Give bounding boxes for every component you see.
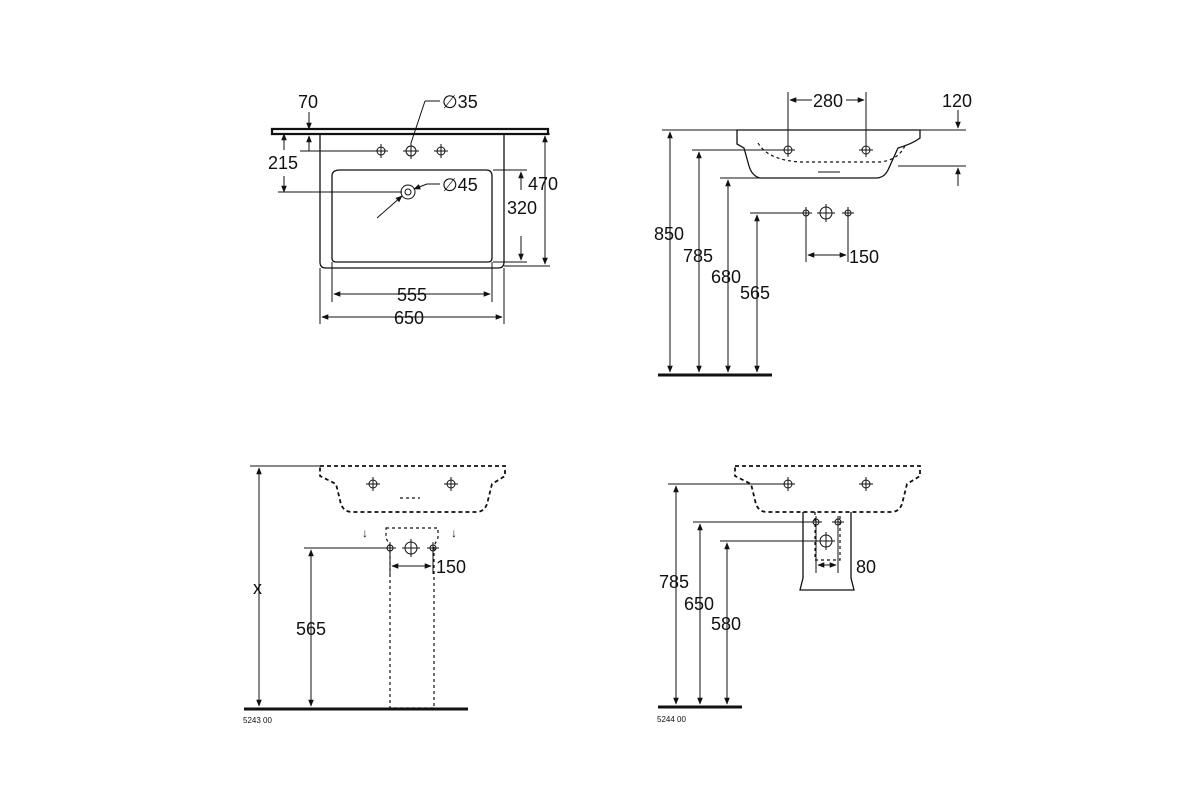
dim-785: 785 — [683, 246, 713, 266]
top-rim — [270, 127, 550, 136]
bowl-hidden-line — [757, 142, 907, 163]
wall-connections — [384, 539, 439, 557]
dim-850: 850 — [654, 224, 684, 244]
dim-320: 320 — [507, 198, 537, 218]
top-view: 70 ∅35 215 ∅45 470 320 555 650 — [268, 92, 558, 328]
svg-text:↓: ↓ — [362, 526, 368, 540]
tap-holes — [781, 143, 873, 157]
semipedestal-outline — [799, 512, 855, 591]
dim-120: 120 — [942, 91, 972, 111]
dim-70: 70 — [298, 92, 318, 112]
basin-profile — [736, 129, 921, 179]
waste-hole — [400, 184, 416, 200]
dim-470: 470 — [528, 174, 558, 194]
dim-215: 215 — [268, 153, 298, 173]
svg-text:↓: ↓ — [451, 526, 457, 540]
dim-580: 580 — [711, 614, 741, 634]
dim-565: 565 — [740, 283, 770, 303]
dim-565: 565 — [296, 619, 326, 639]
tap-holes — [366, 477, 458, 491]
dim-650: 650 — [684, 594, 714, 614]
dim-diameter-45: ∅45 — [442, 175, 478, 195]
basin-front-hidden — [319, 465, 506, 513]
pedestal-view: ↓ ↓ x 565 150 5243 00 — [243, 465, 506, 725]
side-view: 280 120 850 785 680 565 150 — [654, 91, 972, 377]
tap-holes — [374, 143, 448, 159]
pedestal-outline — [385, 527, 439, 709]
basin-outline — [319, 134, 505, 269]
dim-555: 555 — [397, 285, 427, 305]
article-code: 5243 00 — [243, 716, 272, 725]
semipedestal-view: 785 650 580 80 5244 00 — [657, 465, 921, 724]
basin-front-hidden — [734, 465, 921, 513]
dim-680: 680 — [711, 267, 741, 287]
dim-x: x — [253, 578, 262, 598]
dim-785: 785 — [659, 572, 689, 592]
article-code: 5244 00 — [657, 715, 686, 724]
dim-150: 150 — [436, 557, 466, 577]
dim-150: 150 — [849, 247, 879, 267]
dim-280: 280 — [813, 91, 843, 111]
dim-650: 650 — [394, 308, 424, 328]
tap-holes — [781, 477, 873, 491]
wall-connections — [800, 204, 854, 222]
dim-80: 80 — [856, 557, 876, 577]
bowl-outline — [331, 169, 493, 263]
dim-diameter-35: ∅35 — [442, 92, 478, 112]
